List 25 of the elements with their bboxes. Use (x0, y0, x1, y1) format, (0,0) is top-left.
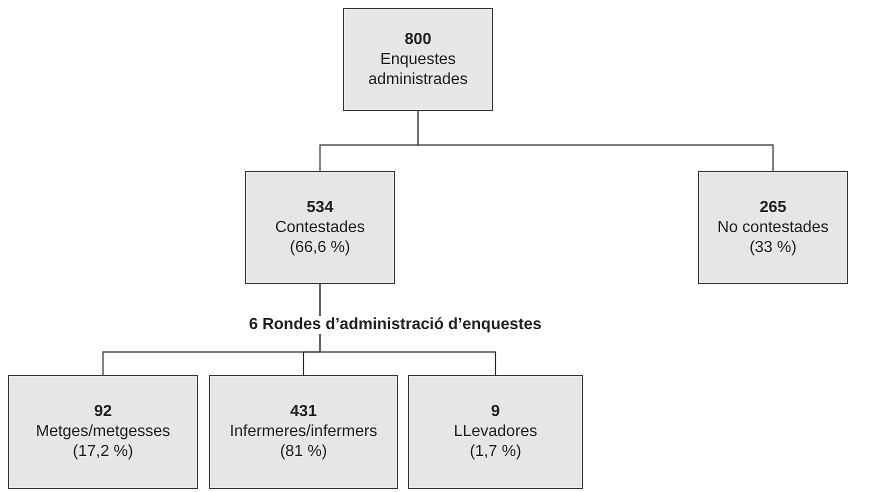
box-text: (66,6 %) (290, 238, 350, 258)
box-text: Infermeres/infermers (230, 422, 378, 442)
data-box (245, 171, 395, 284)
data-box (343, 8, 493, 111)
data-box (698, 171, 848, 284)
connector-line (417, 111, 774, 171)
count-value: 9 (491, 402, 500, 422)
count-value: 800 (404, 30, 432, 50)
data-box (8, 375, 198, 489)
count-value: 92 (94, 402, 112, 422)
count-value: 265 (760, 198, 786, 218)
data-box (408, 375, 583, 489)
box-text: (33 %) (749, 238, 797, 258)
box-text: Contestades (275, 218, 365, 238)
box-text: No contestades (717, 218, 829, 238)
connector-line (319, 284, 496, 375)
box-text: (81 %) (280, 442, 328, 462)
count-value: 431 (290, 402, 317, 422)
box-text: (1,7 %) (470, 442, 522, 462)
box-text: Enquestes administrades (367, 50, 469, 90)
box-text: (17,2 %) (72, 442, 134, 462)
box-text: Metges/metgesses (36, 422, 170, 442)
count-value: 534 (306, 198, 334, 218)
data-box (209, 375, 398, 489)
box-text: LLevadores (454, 422, 538, 442)
